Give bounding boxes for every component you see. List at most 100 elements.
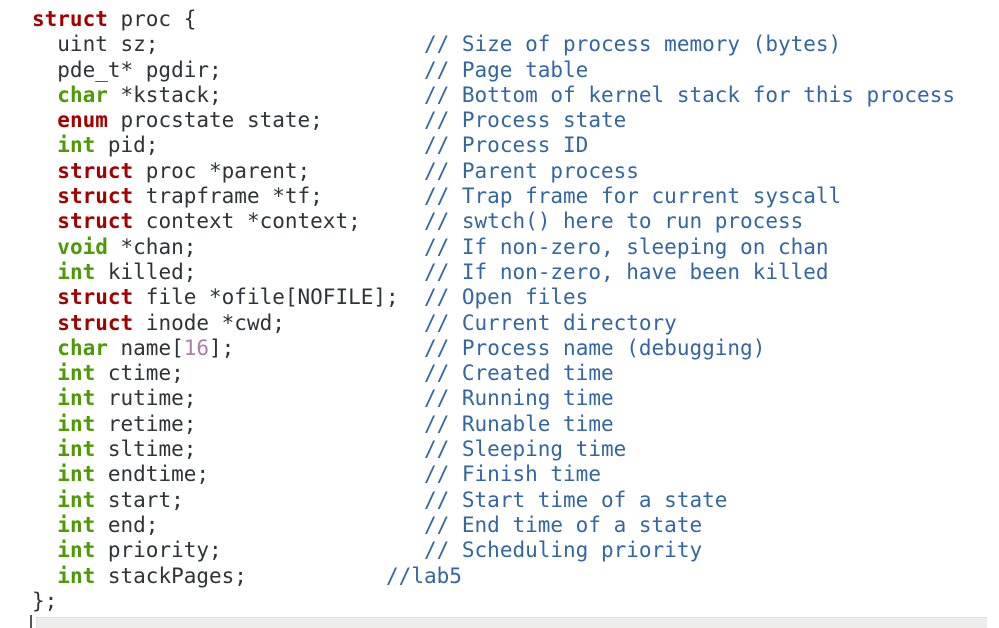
code-token: *kstack; bbox=[107, 82, 222, 107]
comment-token: // If non-zero, have been killed bbox=[423, 259, 829, 284]
code-token bbox=[32, 159, 57, 183]
type-token: int bbox=[57, 538, 96, 563]
comment-token: // Created time bbox=[423, 361, 614, 386]
code-line: enum procstate state; // Process state bbox=[32, 108, 955, 133]
keyword-token: enum bbox=[57, 108, 108, 133]
type-token: int bbox=[57, 462, 96, 487]
type-token: int bbox=[57, 133, 96, 158]
number-token: 16 bbox=[183, 335, 210, 360]
code-editor[interactable]: struct proc { uint sz; // Size of proces… bbox=[32, 7, 955, 614]
code-token: pde_t* pgdir; bbox=[32, 57, 222, 82]
type-token: int bbox=[57, 411, 96, 436]
code-token: pid; bbox=[95, 133, 159, 158]
code-token: uint sz; bbox=[32, 32, 159, 57]
code-token bbox=[361, 209, 424, 233]
code-token: ]; bbox=[209, 335, 235, 360]
comment-token: // Trap frame for current syscall bbox=[423, 184, 842, 209]
comment-token: // Sleeping time bbox=[423, 437, 627, 462]
code-token bbox=[285, 311, 424, 335]
code-token: priority; bbox=[95, 538, 222, 563]
code-token bbox=[184, 488, 424, 512]
type-token: int bbox=[57, 512, 96, 537]
code-token bbox=[323, 184, 424, 208]
code-line: int rutime; // Running time bbox=[32, 386, 955, 411]
code-token bbox=[32, 437, 57, 461]
code-token bbox=[196, 260, 424, 284]
code-line: char *kstack; // Bottom of kernel stack … bbox=[32, 83, 955, 108]
comment-token: // Scheduling priority bbox=[423, 538, 703, 563]
code-line: int start; // Start time of a state bbox=[32, 488, 955, 513]
code-token bbox=[310, 159, 424, 183]
comment-token: // Page table bbox=[423, 57, 589, 82]
code-token bbox=[32, 108, 57, 132]
comment-token: // Process ID bbox=[423, 133, 589, 158]
code-token: ctime; bbox=[95, 361, 184, 386]
comment-token: //lab5 bbox=[386, 563, 462, 588]
code-token bbox=[323, 108, 424, 132]
code-token: }; bbox=[32, 588, 58, 613]
code-token bbox=[234, 336, 424, 360]
comment-token: // If non-zero, sleeping on chan bbox=[423, 234, 829, 259]
code-token bbox=[32, 311, 57, 335]
code-line: int ctime; // Created time bbox=[32, 361, 955, 386]
code-token bbox=[222, 83, 424, 107]
keyword-token: struct bbox=[57, 184, 134, 209]
code-token: context *context; bbox=[133, 209, 361, 234]
code-token bbox=[32, 462, 57, 486]
code-token bbox=[247, 564, 386, 588]
code-line: struct file *ofile[NOFILE]; // Open file… bbox=[32, 285, 955, 310]
code-token bbox=[196, 386, 424, 410]
code-line: struct proc *parent; // Parent process bbox=[32, 159, 955, 184]
code-token bbox=[184, 361, 424, 385]
code-line: int pid; // Process ID bbox=[32, 133, 955, 158]
code-token: killed; bbox=[95, 259, 197, 284]
comment-token: // Bottom of kernel stack for this proce… bbox=[423, 82, 955, 107]
code-line: struct inode *cwd; // Current directory bbox=[32, 311, 955, 336]
code-line: char name[16]; // Process name (debuggin… bbox=[32, 336, 955, 361]
code-line: int end; // End time of a state bbox=[32, 513, 955, 538]
code-line: uint sz; // Size of process memory (byte… bbox=[32, 32, 955, 57]
code-token bbox=[158, 133, 424, 157]
code-line: int killed; // If non-zero, have been ki… bbox=[32, 260, 955, 285]
comment-token: // swtch() here to run process bbox=[423, 209, 804, 234]
type-token: int bbox=[57, 386, 96, 411]
comment-token: // Finish time bbox=[423, 462, 601, 487]
comment-token: // Size of process memory (bytes) bbox=[423, 32, 842, 57]
code-token bbox=[196, 235, 424, 259]
type-token: int bbox=[57, 563, 96, 588]
comment-token: // Current directory bbox=[423, 310, 677, 335]
keyword-token: struct bbox=[57, 209, 134, 234]
code-token bbox=[399, 285, 424, 309]
code-token bbox=[32, 513, 57, 537]
code-line: pde_t* pgdir; // Page table bbox=[32, 58, 955, 83]
keyword-token: struct bbox=[32, 7, 108, 31]
comment-token: // Open files bbox=[423, 285, 589, 310]
code-token bbox=[158, 32, 424, 56]
code-token: stackPages; bbox=[95, 563, 247, 588]
code-token bbox=[32, 412, 57, 436]
code-token bbox=[158, 513, 424, 537]
code-token bbox=[222, 538, 424, 562]
code-token: endtime; bbox=[95, 462, 210, 487]
code-token: inode *cwd; bbox=[133, 310, 285, 335]
comment-token: // Process name (debugging) bbox=[423, 335, 766, 360]
code-token: name[ bbox=[107, 335, 184, 360]
comment-token: // Start time of a state bbox=[423, 487, 728, 512]
code-token: procstate state; bbox=[107, 108, 323, 133]
code-token: sltime; bbox=[95, 437, 197, 462]
code-token bbox=[196, 437, 424, 461]
horizontal-scrollbar-track[interactable] bbox=[36, 617, 987, 628]
comment-token: // Process state bbox=[423, 108, 627, 133]
code-token bbox=[32, 260, 57, 284]
code-token bbox=[32, 538, 57, 562]
code-token bbox=[32, 361, 57, 385]
code-token bbox=[32, 336, 57, 360]
type-token: int bbox=[57, 487, 96, 512]
type-token: int bbox=[57, 437, 96, 462]
code-line: struct context *context; // swtch() here… bbox=[32, 209, 955, 234]
code-line: int sltime; // Sleeping time bbox=[32, 437, 955, 462]
comment-token: // Runable time bbox=[423, 411, 614, 436]
code-token: retime; bbox=[95, 411, 197, 436]
code-token: trapframe *tf; bbox=[133, 184, 323, 209]
keyword-token: struct bbox=[57, 158, 134, 183]
